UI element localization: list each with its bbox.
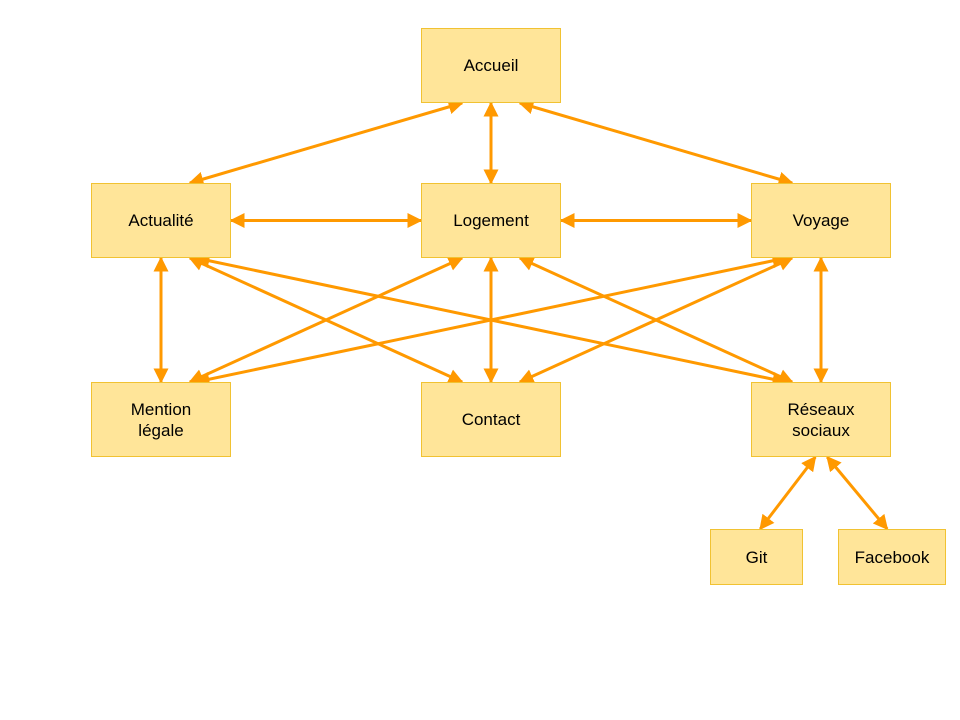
node-voyage: Voyage [751,183,891,258]
node-reseaux-sociaux: Réseaux sociaux [751,382,891,457]
node-contact: Contact [421,382,561,457]
node-git: Git [710,529,803,585]
edge-accueil-voyage [518,99,794,187]
edge-voyage-contact [518,256,794,384]
edge-reseaux-sociaux-facebook [826,455,889,531]
edge-reseaux-sociaux-git [759,455,817,531]
node-accueil: Accueil [421,28,561,103]
edge-accueil-actualite [188,99,464,187]
node-actualite: Actualité [91,183,231,258]
node-mention-legale: Mention légale [91,382,231,457]
node-logement: Logement [421,183,561,258]
node-facebook: Facebook [838,529,946,585]
